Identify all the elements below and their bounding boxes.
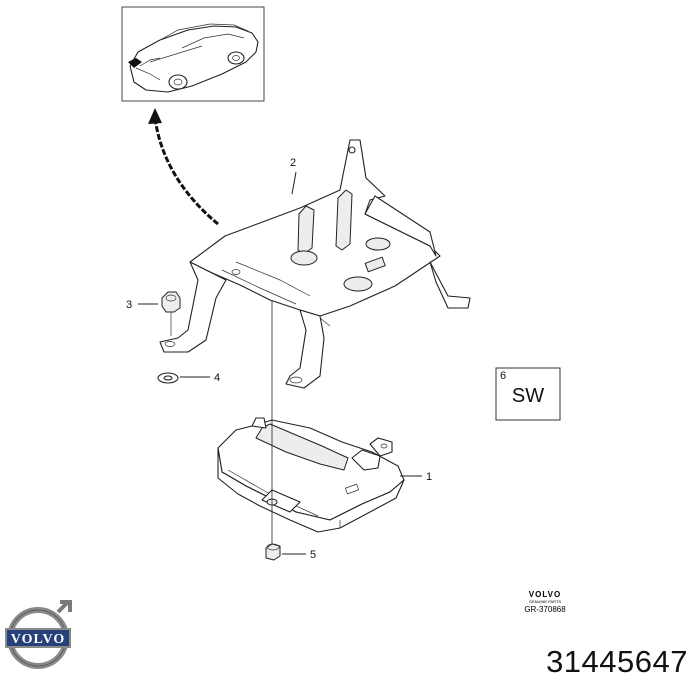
drawing-reference: GR-370868 (524, 605, 566, 614)
brand-name: VOLVO (528, 590, 562, 599)
brand-subtitle: GENUINE PARTS (528, 599, 562, 604)
software-box: 6 SW (495, 367, 561, 421)
software-label: SW (512, 385, 544, 407)
nut (161, 291, 181, 336)
callout-1: 1 (426, 471, 432, 483)
control-module (217, 417, 405, 533)
callout-3: 3 (126, 299, 132, 311)
location-arrow (148, 108, 219, 226)
callout-4: 4 (214, 372, 220, 384)
logo-wordmark: VOLVO (11, 632, 66, 647)
part-number: 31445647 (546, 644, 688, 679)
washer (157, 372, 179, 384)
mounting-bracket (159, 139, 471, 389)
volvo-logo: VOLVO (5, 600, 72, 669)
callout-5: 5 (310, 549, 316, 561)
callout-2: 2 (290, 157, 296, 169)
leader-2 (291, 171, 297, 195)
callout-6: 6 (500, 370, 506, 382)
car-location-thumbnail (121, 6, 265, 102)
screw (265, 543, 281, 561)
brand-reference: VOLVO GENUINE PARTS GR-370868 (516, 590, 574, 614)
